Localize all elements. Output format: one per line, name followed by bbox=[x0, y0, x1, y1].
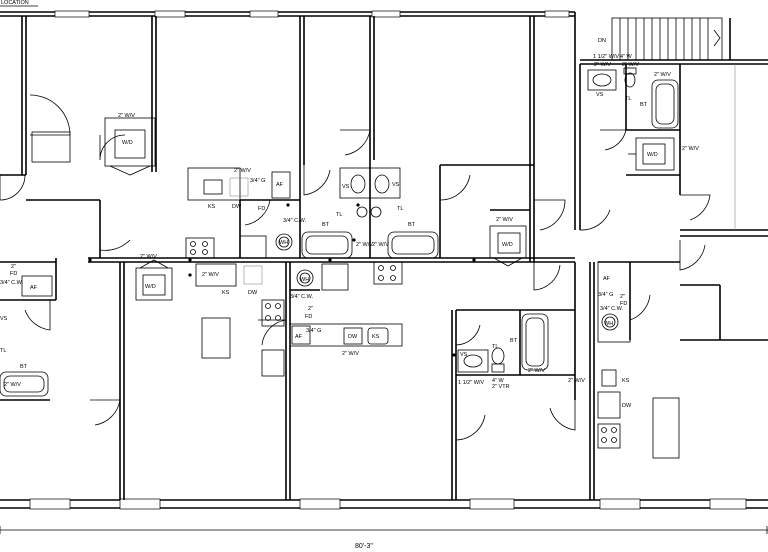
wv15-label-3: 1 1/2" W/V bbox=[458, 380, 484, 386]
wv-label-4: 2" W/V bbox=[568, 378, 585, 384]
unit-upper-right bbox=[489, 225, 527, 267]
wh-label-1: WH bbox=[279, 240, 288, 246]
wh-label-right: WH bbox=[604, 321, 613, 327]
stairs bbox=[611, 17, 731, 61]
af-label-right: AF bbox=[603, 276, 611, 282]
wv-ks-lower: 2" W/V bbox=[202, 272, 219, 278]
cw-label-right: 3/4" C.W. bbox=[600, 306, 624, 312]
wv-bath-2: 2" W/V bbox=[372, 242, 389, 248]
vtr-label: 2" VTR bbox=[492, 384, 510, 390]
unit-lower-right-bath bbox=[457, 313, 549, 373]
tl-label-left: TL bbox=[0, 348, 6, 354]
bt-label-2: BT bbox=[408, 222, 416, 228]
fd-label-1: FD bbox=[258, 206, 265, 212]
wv-label-right-top: 2" W/V bbox=[594, 62, 611, 68]
unit-left bbox=[0, 275, 53, 397]
wd-label-right-block: W/D bbox=[647, 152, 658, 158]
washer-dryer-label-1: W/D bbox=[122, 140, 133, 146]
door-swings bbox=[0, 94, 711, 441]
dw-label-1: DW bbox=[232, 204, 242, 210]
vs-label-3: VS bbox=[460, 352, 468, 358]
vs-label-left: VS bbox=[0, 316, 8, 322]
stair-down-label: DN bbox=[598, 38, 606, 44]
wv-tub-right: 2" W/V bbox=[654, 72, 671, 78]
unit-lower-middle bbox=[289, 261, 403, 347]
dw-label-2: DW bbox=[248, 290, 258, 296]
wh-label-2: WH bbox=[300, 277, 309, 283]
af-label-left: AF bbox=[30, 285, 38, 291]
ks-label-1: KS bbox=[208, 204, 216, 210]
vent-4-label-right: 4" W bbox=[620, 54, 633, 60]
plan-title: LOCATION bbox=[1, 0, 29, 6]
ks-label-right: KS bbox=[622, 378, 630, 384]
wd-label-right: W/D bbox=[502, 242, 513, 248]
water-valve-label-1: 2" W/V bbox=[118, 113, 135, 119]
wv-label-left: 2" W/V bbox=[4, 382, 21, 388]
wv15-label-right: 1 1/2" W/V bbox=[593, 54, 619, 60]
wd-label-lower: W/D bbox=[145, 284, 156, 290]
fd-label-2: FD bbox=[305, 314, 312, 320]
overall-dimension: 80'-3" bbox=[355, 543, 373, 550]
unit-upper-left bbox=[31, 117, 156, 176]
gas-label-2: 3/4" G bbox=[306, 328, 321, 334]
fd-size-right: 2" bbox=[620, 294, 625, 300]
dw-label-right: DW bbox=[622, 403, 632, 409]
bt-label-left: BT bbox=[20, 364, 28, 370]
vs-label-2: VS bbox=[392, 182, 400, 188]
wv-label-right: 2" W/V bbox=[496, 217, 513, 223]
cw-label-left: 3/4" C.W. bbox=[0, 280, 24, 286]
vent-markers bbox=[88, 203, 476, 357]
wv-bath-1: 2" W/V bbox=[356, 242, 373, 248]
af-label-1: AF bbox=[276, 182, 284, 188]
bt-label-3: BT bbox=[510, 338, 518, 344]
exterior-walls bbox=[0, 10, 768, 534]
tl-label-2: TL bbox=[397, 206, 403, 212]
tl-label-right: TL bbox=[625, 96, 631, 102]
wv-wd-right: 2" W/V bbox=[682, 146, 699, 152]
bt-label-right: BT bbox=[640, 102, 648, 108]
wv2-label-right: 2" W/V bbox=[622, 62, 639, 68]
bt-label-1: BT bbox=[322, 222, 330, 228]
fd-label-left: FD bbox=[10, 271, 17, 277]
vs-label-1: VS bbox=[342, 184, 350, 190]
unit-right-block bbox=[587, 67, 680, 459]
ks-label-2: KS bbox=[222, 290, 230, 296]
dw-label-3: DW bbox=[348, 334, 358, 340]
tl-label-3: TL bbox=[492, 344, 498, 350]
wv-label-3: 2" W/V bbox=[342, 351, 359, 357]
tl-label-1: TL bbox=[336, 212, 342, 218]
wv-kitchen-label: 2" W/V bbox=[234, 168, 251, 174]
vent-4-label: 4" W bbox=[492, 378, 505, 384]
unit-lower-left bbox=[135, 259, 285, 377]
vs-label-right: VS bbox=[596, 92, 604, 98]
wv-tub-3: 2" W/V bbox=[528, 368, 545, 374]
ks-label-3: KS bbox=[372, 334, 380, 340]
gas-label-right: 3/4" G bbox=[598, 292, 613, 298]
fd-size-left: 2" bbox=[11, 264, 16, 270]
cw-label-2: 3/4" C.W. bbox=[290, 294, 314, 300]
af-label-2: AF bbox=[295, 334, 303, 340]
unit-upper-kitchen bbox=[185, 167, 293, 259]
shared-baths bbox=[301, 160, 439, 259]
wv-label-lower: 2" W/V bbox=[140, 254, 157, 260]
cw-label-1: 3/4" C.W. bbox=[283, 218, 307, 224]
fd-label-right: FD bbox=[620, 301, 627, 307]
gas-label-1: 3/4" G bbox=[250, 178, 265, 184]
fd-size-2: 2" bbox=[308, 306, 313, 312]
